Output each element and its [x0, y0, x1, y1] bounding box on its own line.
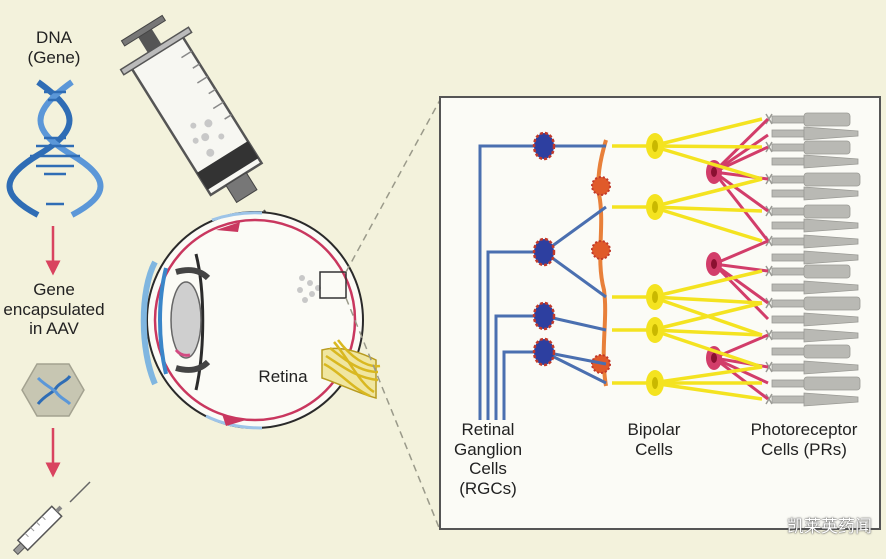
photoreceptor-label-line1: Photoreceptor: [750, 420, 858, 439]
photoreceptor-cells: [771, 112, 861, 407]
photoreceptor-label-line2: Cells (PRs): [761, 439, 847, 459]
dna-label-line1: DNA: [36, 28, 72, 47]
gene-encapsulated-line3: in AAV: [29, 319, 79, 339]
rgc-label: Retinal Ganglion Cells (RGCs): [448, 420, 528, 498]
aav-capsid-icon: [21, 363, 85, 417]
dna-label-line2: (Gene): [27, 47, 81, 67]
optic-nerve: [321, 339, 381, 399]
amacrine-cells: [591, 139, 611, 387]
small-syringe-icon: [12, 481, 91, 556]
bipolar-label-line1: Bipolar: [627, 420, 681, 439]
dna-helix-icon: [6, 79, 104, 218]
dna-label: DNA (Gene): [10, 28, 98, 67]
eye-cross-section: [140, 211, 381, 430]
zoom-lines: [345, 99, 441, 531]
rgc-label-line3: Cells: [469, 459, 507, 479]
photoreceptor-label: Photoreceptor Cells (PRs): [742, 420, 866, 459]
retina-label: Retina: [258, 367, 308, 386]
bipolar-label-line2: Cells: [635, 439, 673, 459]
rgc-label-line4: (RGCs): [459, 478, 517, 498]
rgc-label-line2: Ganglion: [453, 439, 523, 459]
retina-detail-panel: [439, 96, 881, 530]
bipolar-label: Bipolar Cells: [616, 420, 692, 459]
syringe-icon: [119, 14, 306, 279]
gene-encapsulated-line1: Gene: [33, 280, 75, 299]
watermark: 凯莱英药闻: [787, 517, 872, 536]
bipolar-cells: [612, 117, 763, 401]
rgc-label-line1: Retinal: [461, 420, 515, 439]
gene-encapsulated-line2: encapsulated: [3, 299, 105, 319]
ganglion-cells: [478, 131, 607, 420]
gene-encapsulated-label: Gene encapsulated in AAV: [0, 280, 108, 339]
